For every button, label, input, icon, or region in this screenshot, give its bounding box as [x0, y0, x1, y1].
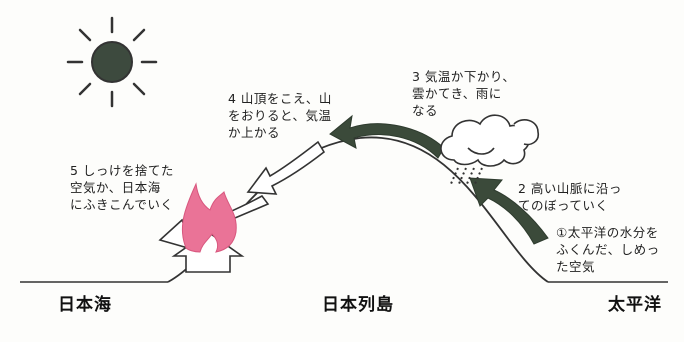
step-4-label: 4 山頂をこえ、山 をおりると、気温 か上かる — [228, 91, 332, 140]
downslope-arrow — [246, 140, 326, 195]
region-japanese-islands: 日本列島 — [322, 295, 394, 315]
step-2-label: 2 高い山脈に沿っ てのぼっていく — [518, 181, 622, 213]
fire-icon — [181, 182, 237, 253]
step-5-label: 5 しっけを捨てた 空気か、日本海 にふきこんでいく — [70, 163, 174, 212]
region-japan-sea: 日本海 — [58, 295, 112, 315]
summit-arrow — [329, 114, 445, 159]
step-1-label: ①太平洋の水分を ふくんだ、しめっ た空気 — [556, 225, 660, 274]
upslope-arrow — [469, 177, 549, 245]
region-pacific-ocean: 太平洋 — [608, 295, 662, 315]
rain-cloud-icon — [440, 114, 540, 187]
sun-icon — [66, 16, 158, 108]
step-3-label: 3 気温か下かり、 雲かてき、雨に なる — [412, 69, 516, 118]
